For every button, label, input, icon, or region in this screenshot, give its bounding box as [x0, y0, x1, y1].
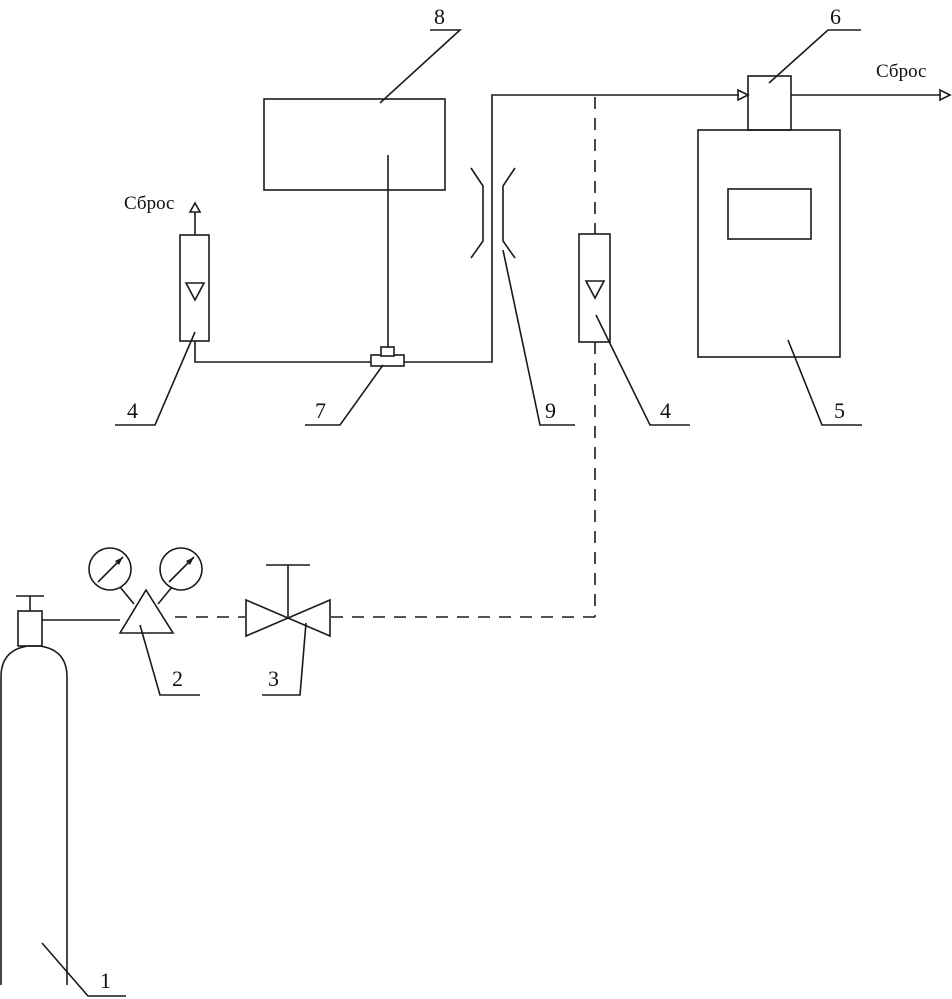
inlet-arrow-icon [737, 88, 750, 102]
pressure-regulator [88, 547, 203, 634]
vent-label-right: Сброс [876, 61, 926, 82]
number-5: 5 [834, 398, 845, 423]
vent-label-left: Сброс [124, 193, 174, 214]
float-indicator-icon [184, 282, 206, 302]
component-numbers: 8 6 4 7 9 4 5 2 3 1 [100, 4, 845, 993]
number-9: 9 [545, 398, 556, 423]
unit-8 [263, 98, 446, 348]
pressure-gauge-icon [88, 547, 132, 591]
flowmeter-right [578, 233, 611, 343]
pressure-gauge-icon [159, 547, 203, 591]
flowmeter-left [179, 201, 210, 342]
number-7: 7 [315, 398, 326, 423]
solid-gas-line [194, 88, 750, 363]
valve [245, 564, 331, 638]
analyzer [697, 129, 841, 358]
number-4-right: 4 [660, 398, 671, 423]
restrictor [470, 167, 516, 259]
float-indicator-icon [584, 280, 606, 300]
analyzer-display [727, 188, 812, 240]
gas-cylinder [0, 595, 120, 985]
number-6: 6 [830, 4, 841, 29]
tee-fitting [370, 346, 405, 367]
dashed-gas-line [175, 97, 596, 618]
leader-lines [41, 29, 862, 997]
number-3: 3 [268, 666, 279, 691]
vent-arrow-icon [188, 201, 202, 213]
vent-arrow-icon [939, 88, 952, 102]
sensor-head [747, 75, 952, 131]
number-2: 2 [172, 666, 183, 691]
number-4-left: 4 [127, 398, 138, 423]
number-1: 1 [100, 968, 111, 993]
number-8: 8 [434, 4, 445, 29]
